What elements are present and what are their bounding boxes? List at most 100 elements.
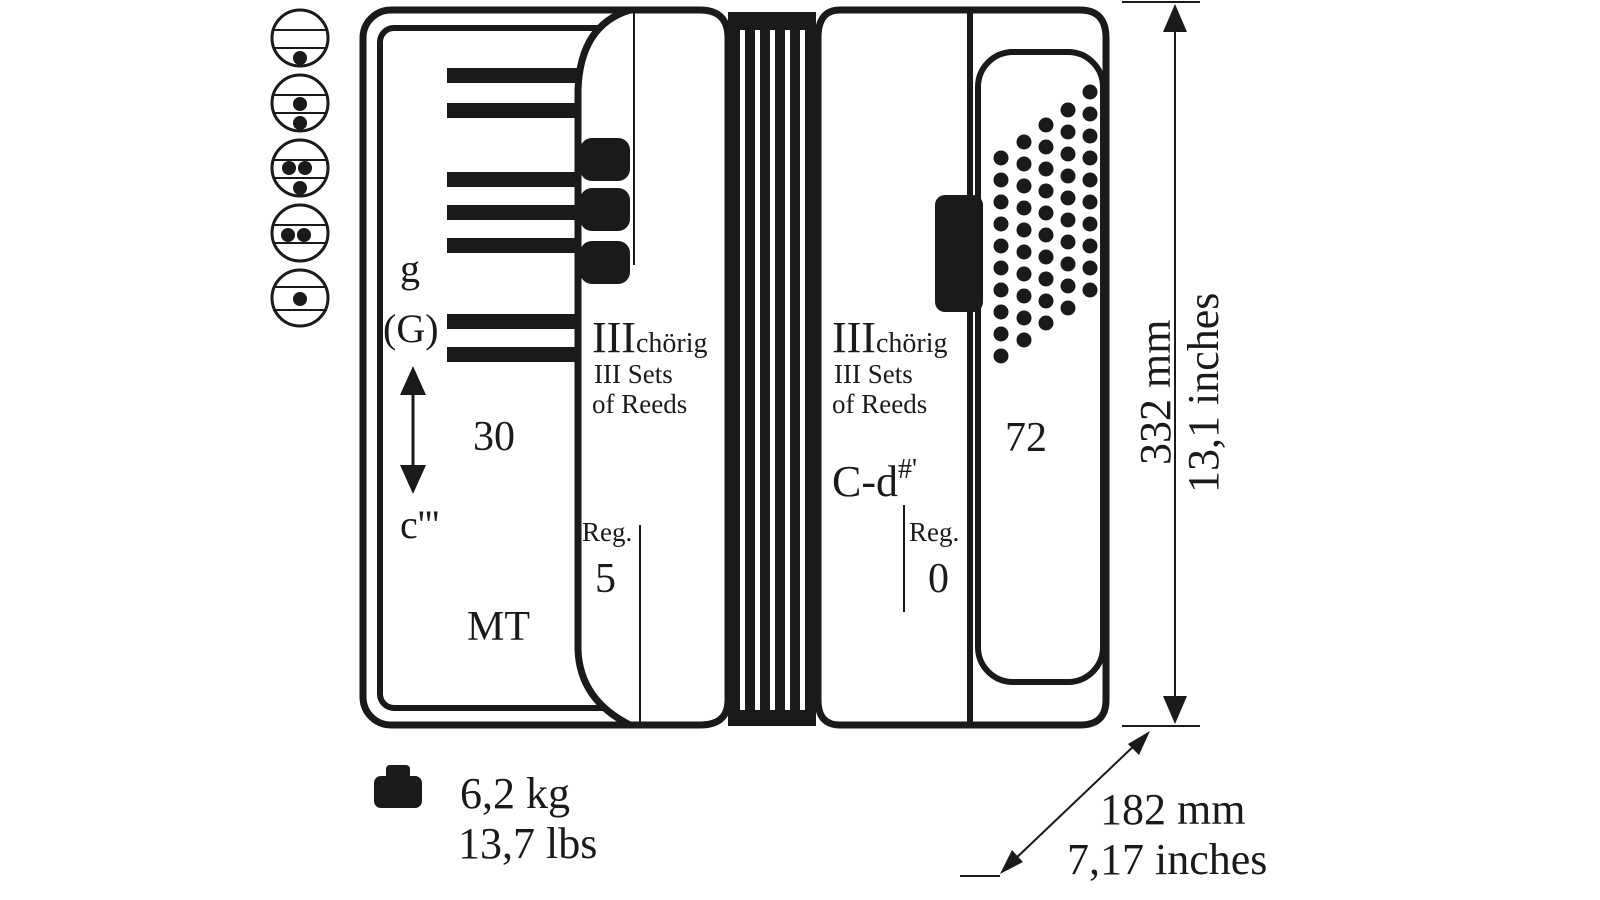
bass-button (1038, 315, 1054, 331)
register-switch (580, 188, 630, 231)
bass-button (993, 348, 1009, 364)
register-icon-4 (270, 203, 330, 263)
bass-reeds-roman: III (832, 313, 876, 362)
treble-reeds-en-1: III Sets (594, 359, 673, 389)
bass-button (1082, 84, 1098, 100)
register-icon-2 (270, 73, 330, 133)
bass-button (1038, 183, 1054, 199)
bass-button (1060, 278, 1076, 294)
treble-reeds-en-2: of Reeds (592, 389, 687, 419)
bass-button (1016, 266, 1032, 282)
bass-button (1016, 332, 1032, 348)
bass-button (1016, 156, 1032, 172)
bass-buttons-count: 72 (1005, 415, 1047, 461)
bass-button (993, 238, 1009, 254)
bass-reeds: IIIchörig (832, 313, 948, 362)
bellows (728, 12, 816, 726)
arrow-up-icon (1163, 4, 1187, 32)
bass-button (1016, 244, 1032, 260)
bass-button (1082, 150, 1098, 166)
weight-lbs: 13,7 lbs (458, 819, 597, 868)
bass-button (1016, 200, 1032, 216)
bass-button (993, 194, 1009, 210)
bass-buttons (993, 84, 1098, 364)
bass-button (1060, 168, 1076, 184)
bass-button (1082, 172, 1098, 188)
register-icons (270, 8, 330, 328)
height-dimension (1122, 1, 1200, 727)
treble-reeds-de: chörig (636, 328, 708, 359)
bass-button (1038, 117, 1054, 133)
depth-mm: 182 mm (1100, 785, 1245, 834)
weight-icon (374, 765, 422, 808)
treble-keys (447, 68, 630, 362)
register-icon-1 (270, 8, 330, 68)
depth-in: 7,17 inches (1067, 835, 1267, 884)
bass-button (1038, 205, 1054, 221)
treble-tuning: MT (467, 604, 530, 650)
bass-button (1038, 271, 1054, 287)
bass-button (1060, 234, 1076, 250)
bass-button (1060, 190, 1076, 206)
bass-button (1082, 216, 1098, 232)
bass-range: C-d#' (832, 454, 917, 506)
weight-kg: 6,2 kg (460, 769, 570, 818)
bass-button (1016, 178, 1032, 194)
arrow-down-left-icon (1000, 850, 1023, 874)
bass-button (1060, 146, 1076, 162)
bass-button (1060, 256, 1076, 272)
bass-button (1082, 128, 1098, 144)
bass-button (1060, 124, 1076, 140)
bass-button (1016, 288, 1032, 304)
bass-reeds-en-2: of Reeds (832, 389, 927, 419)
register-icon-3 (270, 138, 330, 198)
treble-range-top-alt: (G) (383, 306, 439, 351)
treble-range-top: g (400, 246, 420, 291)
bass-button (993, 216, 1009, 232)
bass-reg-count: 0 (928, 556, 949, 602)
bass-button (1016, 134, 1032, 150)
bass-button (1060, 300, 1076, 316)
bass-button (1016, 222, 1032, 238)
bass-button (1060, 102, 1076, 118)
register-icon-5 (270, 268, 330, 328)
bass-button (993, 150, 1009, 166)
depth-dimension (960, 725, 1150, 877)
bass-strap-buckle (935, 195, 983, 312)
bass-button (1082, 282, 1098, 298)
bass-button (1038, 161, 1054, 177)
treble-reeds-roman: III (592, 313, 636, 362)
bass-button (1082, 260, 1098, 276)
bass-button (1082, 238, 1098, 254)
bass-button (993, 172, 1009, 188)
treble-range-bottom: c''' (400, 502, 439, 547)
arrow-down-icon (1163, 696, 1187, 724)
treble-keys-count: 30 (473, 414, 515, 460)
bass-range-sup: #' (898, 454, 917, 485)
bass-reeds-de: chörig (876, 328, 948, 359)
bass-range-main: C-d (832, 457, 898, 506)
bass-button (1082, 106, 1098, 122)
treble-reg-count: 5 (595, 556, 616, 602)
bass-reeds-en-1: III Sets (834, 359, 913, 389)
bass-button (1038, 139, 1054, 155)
register-switch (580, 241, 630, 284)
height-mm: 332 mm (1131, 320, 1180, 465)
bass-button (993, 260, 1009, 276)
range-arrow-icon (400, 366, 426, 494)
bass-button (993, 282, 1009, 298)
height-in: 13,1 inches (1179, 293, 1228, 493)
bass-button (993, 326, 1009, 342)
bass-button (993, 304, 1009, 320)
bass-button (1038, 293, 1054, 309)
arrow-up-right-icon (1128, 731, 1150, 755)
bass-button (1060, 212, 1076, 228)
bass-button (1038, 249, 1054, 265)
register-switch (580, 138, 630, 181)
treble-reeds: IIIchörig (592, 313, 708, 362)
treble-reg-label: Reg. (582, 517, 632, 547)
bass-body (814, 6, 1110, 729)
bass-button (1038, 227, 1054, 243)
bass-button (1016, 310, 1032, 326)
